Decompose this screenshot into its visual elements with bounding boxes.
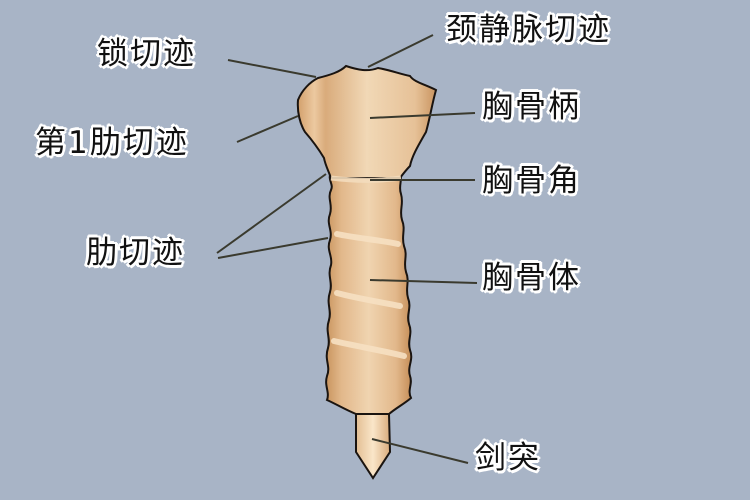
manubrium-shape — [296, 64, 438, 179]
label-xiphoid-process: 剑突 — [475, 440, 541, 476]
label-jugular-notch: 颈静脉切迹 — [446, 12, 611, 48]
leader-manubrium — [369, 112, 476, 119]
leader-xiphoid-process — [371, 438, 469, 464]
leader-costal-notch-2 — [217, 237, 329, 259]
leader-first-costal-notch — [236, 115, 299, 143]
label-costal-notches: 肋切迹 — [86, 235, 185, 271]
label-manubrium: 胸骨柄 — [482, 89, 581, 125]
xiphoid-process-shape — [355, 413, 392, 480]
leader-sternal-body — [369, 279, 478, 284]
label-clavicular-notch: 锁切迹 — [97, 36, 196, 72]
leader-clavicular-notch — [227, 59, 317, 78]
label-sternal-body: 胸骨体 — [482, 260, 581, 296]
leader-costal-notch-1 — [216, 173, 327, 254]
leader-lines — [216, 34, 478, 464]
label-first-costal-notch: 第1肋切迹 — [35, 125, 189, 161]
label-sternal-angle: 胸骨角 — [482, 163, 581, 199]
leader-jugular-notch — [367, 34, 434, 68]
